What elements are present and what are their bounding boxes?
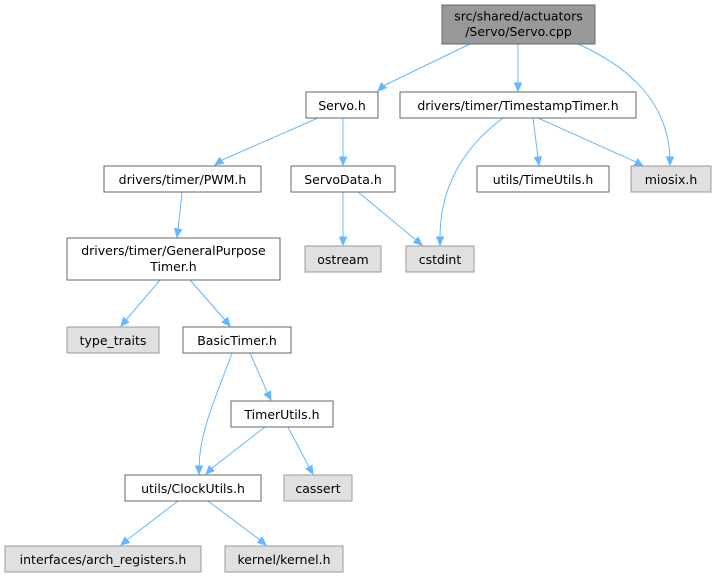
node-general-purpose-timer-h[interactable]: drivers/timer/GeneralPurpose Timer.h — [66, 237, 281, 281]
node-root[interactable]: src/shared/actuators /Servo/Servo.cpp — [441, 4, 596, 45]
node-timeutils-h[interactable]: utils/TimeUtils.h — [476, 165, 610, 193]
edge-root-to-timestamp_timer — [513, 44, 523, 93]
node-cstdint[interactable]: cstdint — [405, 245, 475, 273]
node-basictimer-h[interactable]: BasicTimer.h — [182, 326, 292, 354]
edge-servodata-to-ostream — [338, 192, 348, 247]
edge-root-to-servo_h — [377, 43, 471, 92]
node-cassert-label: cassert — [295, 481, 340, 496]
node-kernel-h[interactable]: kernel/kernel.h — [224, 545, 344, 573]
edge-basictimer-to-timerutils — [249, 352, 272, 402]
edge-gp_timer-to-type_traits — [120, 279, 161, 327]
node-timestamp-timer-h-label: drivers/timer/TimestampTimer.h — [417, 98, 618, 113]
node-ostream[interactable]: ostream — [304, 245, 382, 273]
node-servodata-h[interactable]: ServoData.h — [290, 165, 396, 193]
node-ostream-label: ostream — [317, 252, 368, 267]
node-clockutils-h[interactable]: utils/ClockUtils.h — [124, 474, 262, 502]
edge-servodata-to-cstdint — [357, 191, 423, 246]
node-timeutils-h-label: utils/TimeUtils.h — [493, 172, 594, 187]
node-timerutils-h[interactable]: TimerUtils.h — [230, 400, 334, 428]
node-cstdint-label: cstdint — [419, 252, 462, 267]
node-pwm-h[interactable]: drivers/timer/PWM.h — [103, 165, 262, 193]
node-pwm-h-label: drivers/timer/PWM.h — [119, 172, 247, 187]
node-timerutils-h-label: TimerUtils.h — [243, 407, 319, 422]
edge-servo_h-to-pwm — [213, 117, 319, 166]
edge-timestamp_timer-to-cstdint — [435, 117, 504, 247]
node-servo-h-label: Servo.h — [318, 98, 366, 113]
edge-clockutils-to-arch_registers — [120, 500, 179, 546]
node-arch-registers-h-label: interfaces/arch_registers.h — [20, 552, 187, 567]
node-root-line-1: src/shared/actuators — [454, 9, 582, 24]
node-arch-registers-h[interactable]: interfaces/arch_registers.h — [4, 545, 202, 573]
edge-timestamp_timer-to-miosix — [537, 117, 645, 167]
node-clockutils-h-label: utils/ClockUtils.h — [141, 481, 245, 496]
node-type-traits[interactable]: type_traits — [66, 326, 160, 354]
node-general-purpose-timer-h-line-2: Timer.h — [149, 259, 196, 274]
node-servo-h[interactable]: Servo.h — [305, 91, 379, 119]
node-type-traits-label: type_traits — [80, 333, 147, 348]
edge-basictimer-to-clockutils — [194, 352, 233, 476]
node-miosix-h[interactable]: miosix.h — [630, 165, 712, 193]
node-timestamp-timer-h[interactable]: drivers/timer/TimestampTimer.h — [399, 91, 637, 119]
node-basictimer-h-label: BasicTimer.h — [197, 333, 277, 348]
node-cassert[interactable]: cassert — [283, 474, 353, 502]
node-root-line-2: /Servo/Servo.cpp — [465, 24, 572, 39]
node-miosix-h-label: miosix.h — [645, 172, 698, 187]
edge-root-to-miosix — [577, 43, 675, 167]
edge-timerutils-to-cassert — [287, 426, 314, 476]
edge-servo_h-to-servodata — [338, 118, 348, 167]
node-general-purpose-timer-h-line-1: drivers/timer/GeneralPurpose — [81, 243, 266, 258]
edge-clockutils-to-kernel — [207, 500, 267, 546]
edge-timerutils-to-clockutils — [205, 426, 266, 475]
node-kernel-h-label: kernel/kernel.h — [237, 552, 330, 567]
edge-pwm-to-gp_timer — [173, 191, 183, 239]
node-servodata-h-label: ServoData.h — [304, 172, 382, 187]
edge-timestamp_timer-to-timeutils — [532, 117, 543, 167]
edge-gp_timer-to-basictimer — [189, 279, 231, 327]
